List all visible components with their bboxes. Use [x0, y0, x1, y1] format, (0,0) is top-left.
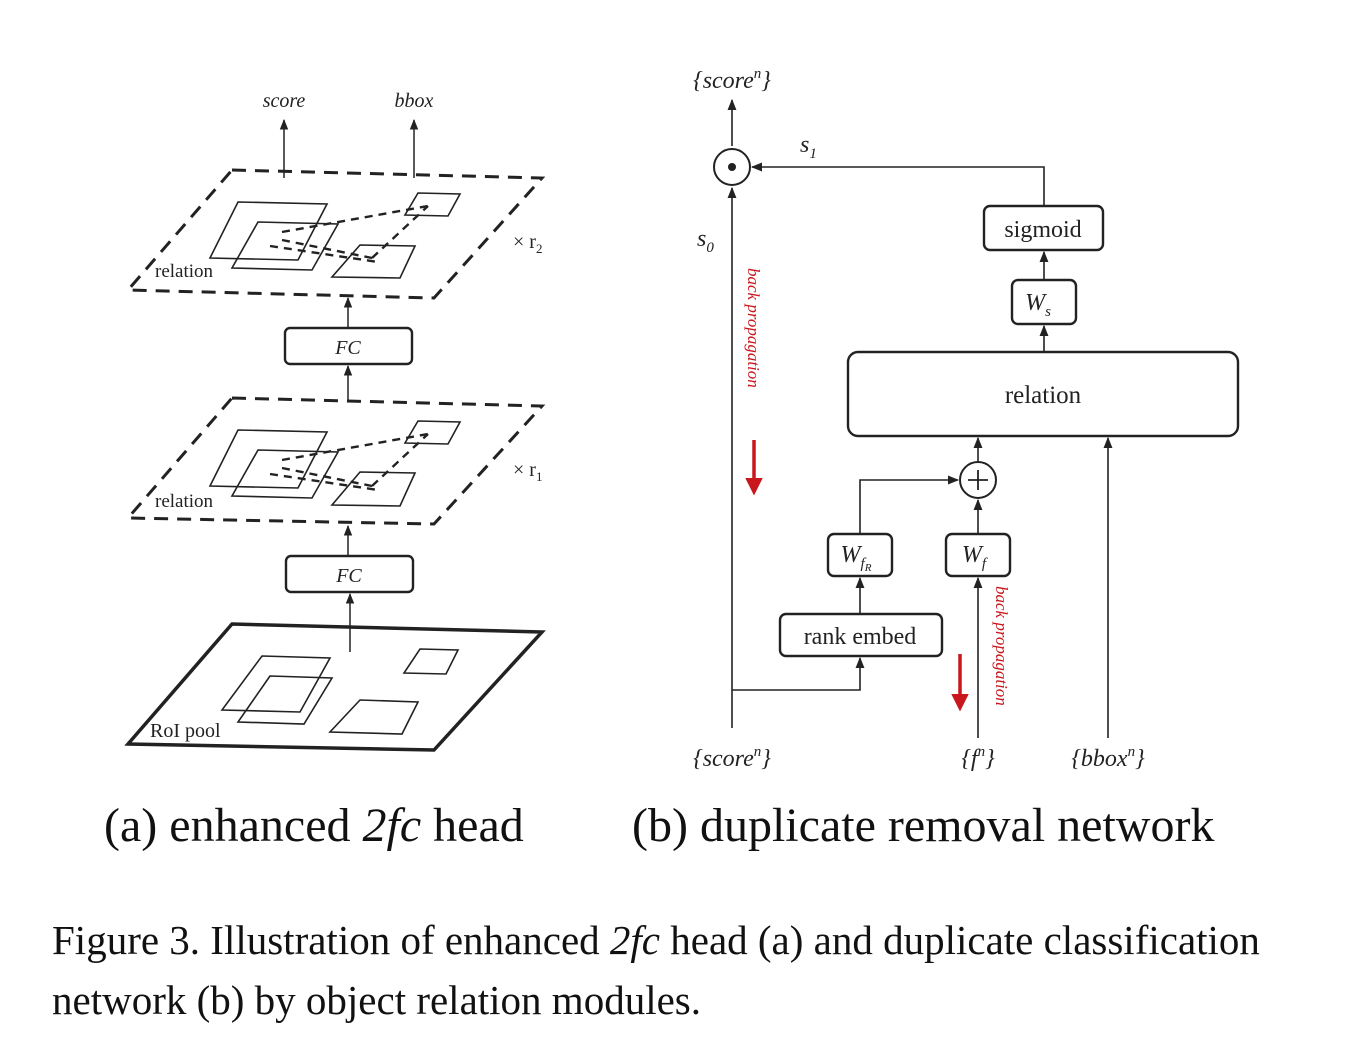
fc-label-bottom: FC — [335, 565, 362, 587]
fc-label-top: FC — [334, 337, 361, 359]
input-bbox-label: {bboxn} — [1071, 744, 1145, 772]
panel-b — [713, 98, 1240, 738]
back-propagation-label-2: back propagation — [992, 586, 1011, 706]
input-f-label: {fn} — [961, 744, 995, 772]
ws-label: Ws — [1025, 290, 1051, 320]
relation-plane-top — [124, 168, 546, 300]
figure-diagram: score bbox relation relation FC FC RoI p… — [124, 66, 1240, 772]
wf-box — [944, 532, 1012, 578]
relation-boxes-top — [208, 192, 462, 279]
s1-path — [750, 162, 1045, 206]
relation-plane-middle — [124, 396, 546, 526]
back-propagation-label-1: back propagation — [744, 268, 763, 388]
ws-box — [1010, 278, 1078, 326]
relation-box — [846, 350, 1240, 438]
relation-label-top: relation — [155, 261, 214, 282]
subcaption-b: (b) duplicate removal network — [632, 796, 1214, 856]
subcaption-a-suffix: head — [421, 799, 524, 852]
wf-label: Wf — [962, 542, 988, 572]
subcaption-a: (a) enhanced 2fc head — [104, 796, 524, 856]
panel-a-labels: score bbox relation relation FC FC RoI p… — [150, 90, 542, 742]
elementwise-product-node — [713, 148, 751, 186]
panel-a — [124, 118, 546, 752]
score-label: score — [263, 90, 306, 112]
subcaption-a-emphasis: 2fc — [362, 799, 422, 852]
wfr-box — [826, 532, 894, 578]
caption-suffix: head (a) and duplicate classification ne… — [52, 917, 1260, 1023]
rank-embed-label: rank embed — [804, 624, 917, 650]
s0-label: s0 — [697, 226, 714, 256]
output-score-label: {scoren} — [693, 66, 771, 94]
input-score-label: {scoren} — [693, 744, 771, 772]
fc-box-top — [283, 326, 414, 366]
caption-text: Figure 3. Illustration of enhanced — [52, 917, 610, 963]
caption-emphasis: 2fc — [609, 917, 660, 963]
roi-pool-plane — [124, 622, 546, 752]
s1-label: s1 — [800, 132, 817, 162]
sigmoid-label: sigmoid — [1004, 217, 1081, 243]
relation-boxes-middle — [208, 420, 462, 507]
subcaption-b-text: (b) duplicate removal network — [632, 799, 1215, 852]
relation-label-middle: relation — [155, 491, 214, 512]
panel-b-labels: {scoren} s1 s0 sigmoid Ws relation WfR W… — [693, 66, 1145, 772]
roi-pool-label: RoI pool — [150, 720, 221, 742]
relation-label: relation — [1005, 382, 1082, 409]
roi-boxes — [220, 648, 460, 735]
repeat-r1-label: × r1 — [513, 459, 542, 484]
fc-box-bottom — [284, 554, 415, 594]
subcaption-a-text: (a) enhanced — [104, 799, 363, 852]
sigmoid-box — [982, 204, 1105, 252]
repeat-r2-label: × r2 — [513, 231, 542, 256]
rank-embed-box — [778, 612, 944, 658]
wfr-label: WfR — [841, 542, 872, 574]
bbox-label: bbox — [395, 90, 434, 112]
figure-caption: Figure 3. Illustration of enhanced 2fc h… — [52, 910, 1322, 1030]
